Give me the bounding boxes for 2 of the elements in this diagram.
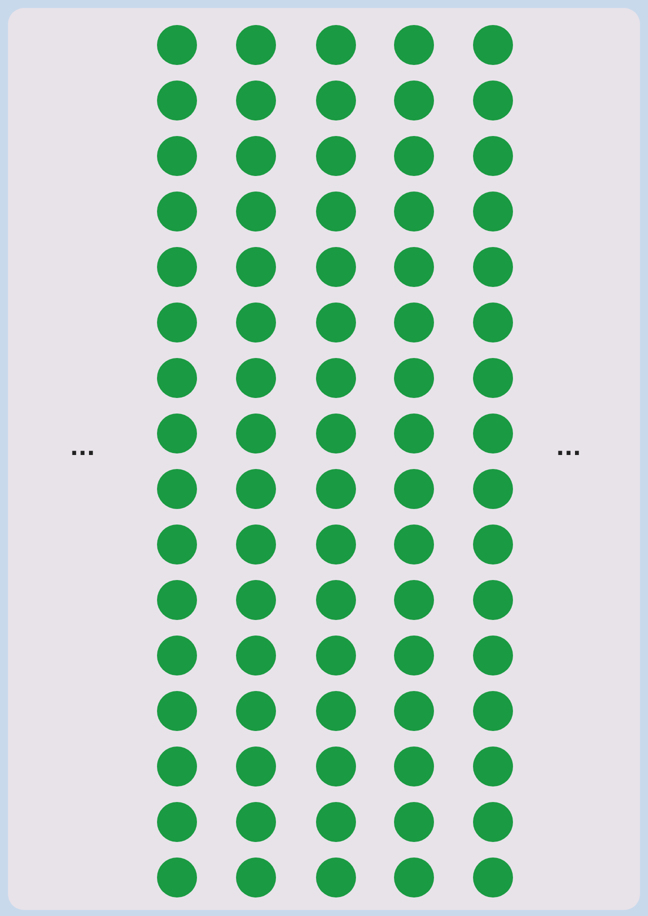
ellipsis-text: ... [70,438,96,460]
ellipsis-text: ... [556,438,582,460]
